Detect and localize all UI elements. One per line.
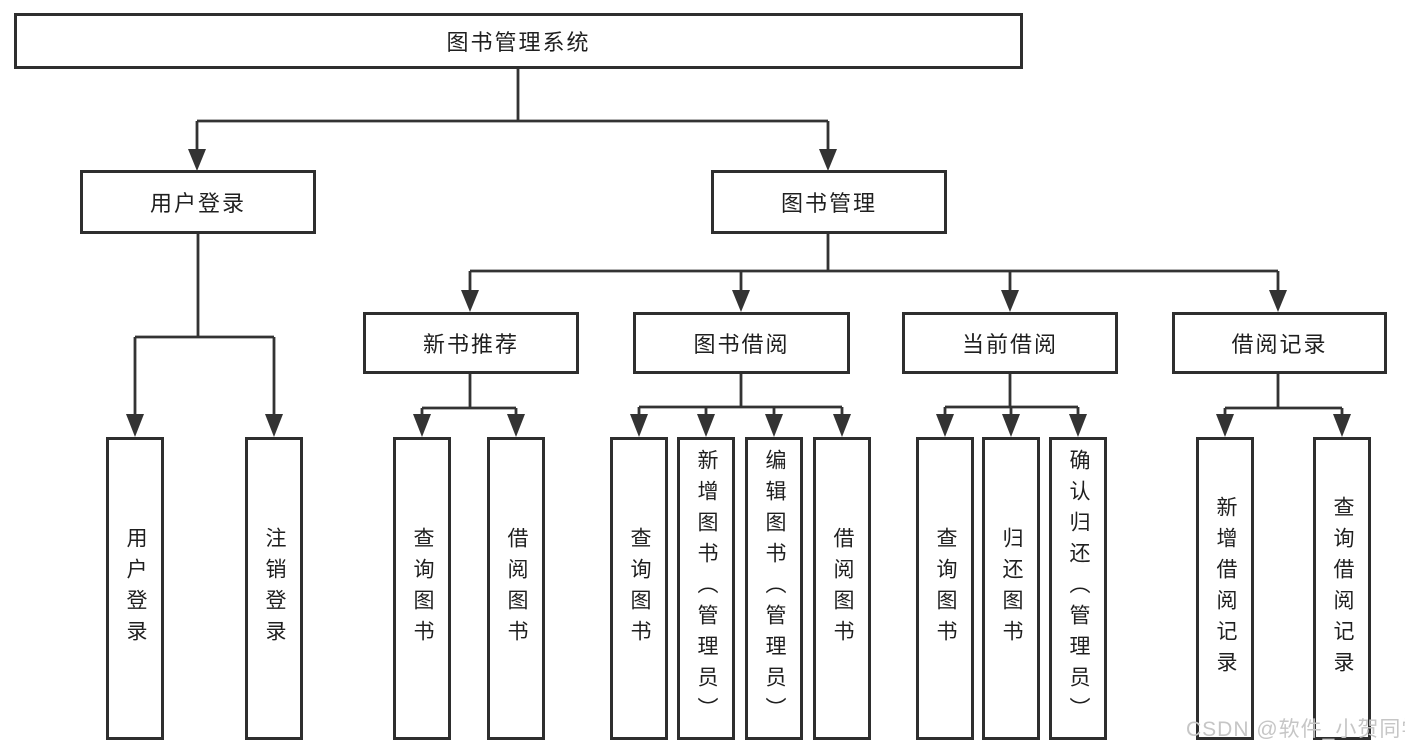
node-user-login-label: 用户登录 xyxy=(149,191,246,216)
node-root-label: 图书管理系统 xyxy=(446,30,591,55)
leaf-borrow-query-books-label: 查询图书 xyxy=(628,526,652,651)
node-current-borrow: 当前借阅 xyxy=(902,312,1118,374)
node-book-management: 图书管理 xyxy=(711,170,947,234)
leaf-borrow-query-books: 查询图书 xyxy=(610,437,668,740)
leaf-user-login: 用户登录 xyxy=(106,437,164,740)
leaf-borrow-borrow-books: 借阅图书 xyxy=(813,437,871,740)
leaf-borrow-edit-books-admin: 编辑图书（管理员） xyxy=(745,437,803,740)
leaf-recommend-query-books: 查询图书 xyxy=(393,437,451,740)
leaf-logout-label: 注销登录 xyxy=(263,526,287,651)
node-user-login: 用户登录 xyxy=(80,170,316,234)
leaf-current-return-books-label: 归还图书 xyxy=(1000,526,1024,651)
node-book-management-label: 图书管理 xyxy=(780,191,877,216)
leaf-user-login-label: 用户登录 xyxy=(124,526,148,651)
leaf-current-confirm-return-admin: 确认归还（管理员） xyxy=(1049,437,1107,740)
node-new-book-recommend: 新书推荐 xyxy=(363,312,579,374)
node-book-borrow-label: 图书借阅 xyxy=(693,332,790,357)
leaf-borrow-edit-books-admin-label: 编辑图书（管理员） xyxy=(763,449,787,728)
node-book-borrow: 图书借阅 xyxy=(633,312,850,374)
csdn-watermark: CSDN @软件_小贺同学 xyxy=(1186,718,1405,741)
leaf-records-add-record: 新增借阅记录 xyxy=(1196,437,1254,740)
leaf-logout: 注销登录 xyxy=(245,437,303,740)
leaf-current-confirm-return-admin-label: 确认归还（管理员） xyxy=(1067,449,1091,728)
node-current-borrow-label: 当前借阅 xyxy=(961,332,1058,357)
leaf-records-query-record-label: 查询借阅记录 xyxy=(1331,495,1355,682)
leaf-borrow-add-books-admin: 新增图书（管理员） xyxy=(677,437,735,740)
node-borrow-records-label: 借阅记录 xyxy=(1231,332,1328,357)
leaf-current-query-books-label: 查询图书 xyxy=(934,526,958,651)
leaf-records-add-record-label: 新增借阅记录 xyxy=(1214,495,1238,682)
node-new-book-recommend-label: 新书推荐 xyxy=(422,332,519,357)
leaf-borrow-add-books-admin-label: 新增图书（管理员） xyxy=(695,449,719,728)
node-root: 图书管理系统 xyxy=(14,13,1023,69)
leaf-current-query-books: 查询图书 xyxy=(916,437,974,740)
leaf-current-return-books: 归还图书 xyxy=(982,437,1040,740)
leaf-recommend-borrow-books: 借阅图书 xyxy=(487,437,545,740)
leaf-recommend-borrow-books-label: 借阅图书 xyxy=(505,526,529,651)
leaf-recommend-query-books-label: 查询图书 xyxy=(411,526,435,651)
node-borrow-records: 借阅记录 xyxy=(1172,312,1387,374)
leaf-borrow-borrow-books-label: 借阅图书 xyxy=(831,526,855,651)
leaf-records-query-record: 查询借阅记录 xyxy=(1313,437,1371,740)
